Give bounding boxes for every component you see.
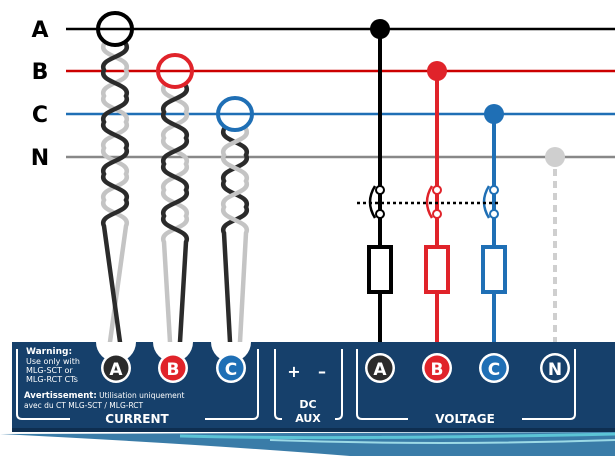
current-terminal-c-label: C [225,360,237,380]
current-terminal-b-label: B [167,360,180,380]
dc-plus-label: + [287,362,300,381]
ct-lead-c-strand [220,126,250,345]
aux-label: AUX [295,412,321,425]
voltage-label: VOLTAGE [435,412,495,426]
phase-label-a: A [31,18,48,43]
voltage-lead-b [424,61,450,352]
voltage-lead-a [367,19,393,352]
current-label: CURRENT [105,412,169,426]
voltage-terminal-a: A [365,353,395,383]
warning-line-3: MLG-RCT CTs [26,375,78,384]
ct-lead-a-strand [100,41,130,345]
dc-label: DC [299,398,316,411]
ct-lead-b-strand [160,83,190,345]
warning-title: Warning: [26,347,72,357]
ct-clamp-a-icon [96,11,134,47]
ct-twisted-leads [100,41,250,345]
voltage-terminal-c: C [479,353,509,383]
current-group-frame [16,349,259,420]
dc-minus-label: – [318,362,326,381]
avertissement-line-1: Avertissement: Utilisation uniquement [24,391,184,401]
ct-lead-b-strand [160,83,190,345]
current-terminal-a: A [96,342,136,383]
phase-label-n: N [31,146,49,171]
current-terminal-c: C [211,342,251,383]
voltage-lead-c [481,104,507,352]
voltage-lead-n [545,147,565,352]
meter-panel [0,342,615,456]
phase-label-b: B [32,60,49,85]
avertissement-line-2: avec du CT MLG-SCT / MLG-RCT [24,401,144,410]
voltage-terminal-c-label: C [488,360,500,380]
voltage-terminal-n-label: N [548,360,562,380]
voltage-terminal-b-label: B [431,360,444,380]
voltage-terminal-a-label: A [373,360,387,380]
voltage-terminal-n: N [540,353,570,383]
warning-line-1: Use only with [26,357,80,366]
voltage-terminal-b: B [422,353,452,383]
ct-clamp-c-icon [216,96,254,132]
ct-clamp-b-icon [156,53,194,89]
current-terminal-b: B [153,342,193,383]
current-terminal-a-label: A [109,360,123,380]
ct-lead-c-strand [220,126,250,345]
warning-line-2: MLG-SCT or [26,366,73,375]
phase-label-c: C [32,103,48,128]
voltage-group-frame [356,349,576,420]
aux-group-frame [274,349,343,420]
